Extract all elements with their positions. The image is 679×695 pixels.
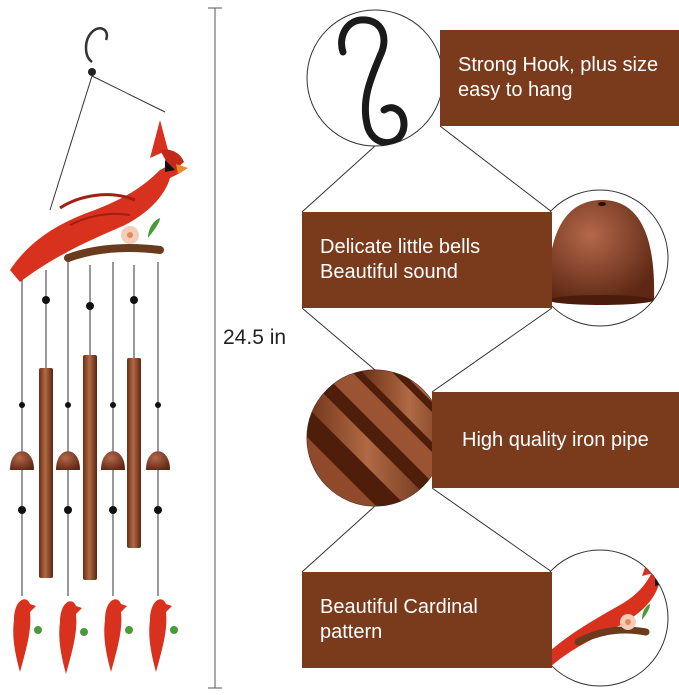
chime-pipes: [39, 355, 141, 580]
wind-chime: [10, 27, 188, 674]
feature-banner-pipe: High quality iron pipe: [432, 392, 679, 488]
chime-bells: [10, 451, 170, 470]
feature-text-line2: easy to hang: [458, 79, 573, 101]
height-dimension-line: [208, 7, 222, 689]
feature-text-line1: Beautiful Cardinal: [320, 596, 478, 618]
chime-beads: [18, 296, 162, 514]
bell-detail-circle: [531, 189, 669, 327]
small-cardinals: [13, 599, 172, 674]
hook-icon: [338, 16, 408, 146]
feature-banner-cardinal: Beautiful Cardinal pattern: [302, 572, 552, 668]
feature-text-line1: Delicate little bells: [320, 236, 481, 258]
bell-icon: [547, 200, 655, 305]
cardinal-detail-circle: [531, 549, 669, 687]
hook-detail-circle: [306, 9, 444, 147]
height-label: 24.5 in: [223, 326, 287, 349]
feature-banner-bells: Delicate little bells Beautiful sound: [302, 212, 552, 308]
feature-banner-hook: Strong Hook, plus size easy to hang: [440, 30, 679, 126]
feature-text-line1: Strong Hook, plus size: [458, 54, 659, 76]
connector-lines: [301, 125, 553, 573]
chime-hook: [84, 27, 109, 63]
feature-text-line1: High quality iron pipe: [462, 428, 649, 451]
feature-text-line2: pattern: [320, 621, 383, 643]
feature-text-line2: Beautiful sound: [320, 261, 458, 283]
cardinal-figure: [10, 120, 188, 282]
